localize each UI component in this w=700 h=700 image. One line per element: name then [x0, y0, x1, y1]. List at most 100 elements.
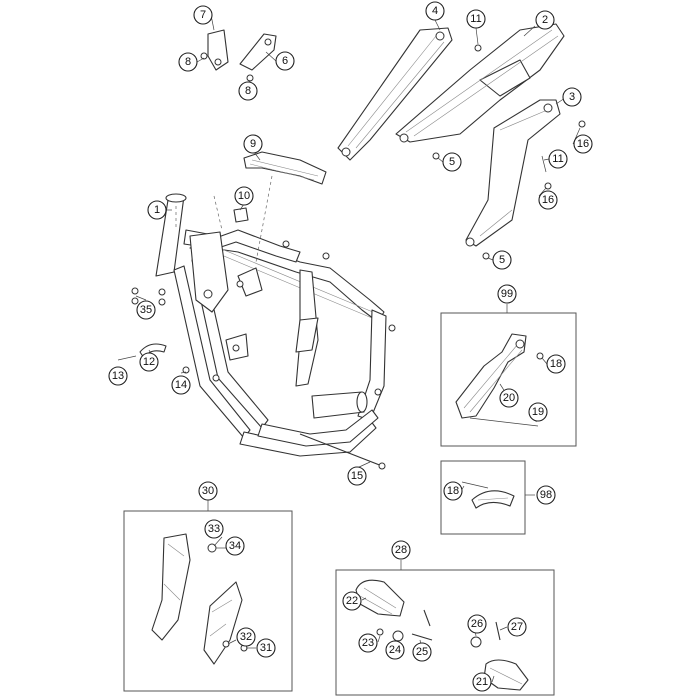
- callout-5: 5: [492, 250, 512, 270]
- part-4-subframe-rail: [337, 27, 453, 161]
- callout-30: 30: [198, 481, 218, 501]
- callout-6: 6: [275, 51, 295, 71]
- svg-text:98: 98: [540, 489, 552, 501]
- callout-1: 1: [147, 200, 167, 220]
- svg-text:4: 4: [432, 5, 438, 17]
- callout-28: 28: [391, 540, 411, 560]
- callout-11: 11: [548, 149, 568, 169]
- svg-text:24: 24: [389, 644, 401, 656]
- svg-text:11: 11: [470, 13, 481, 25]
- callout-9: 9: [243, 134, 263, 154]
- callout-16: 16: [573, 134, 593, 154]
- svg-text:8: 8: [185, 56, 191, 68]
- callout-14: 14: [171, 375, 191, 395]
- svg-text:9: 9: [250, 138, 256, 150]
- svg-text:3: 3: [569, 91, 575, 103]
- callout-24: 24: [385, 640, 405, 660]
- part-5-nut-a: [432, 152, 440, 160]
- part-10-clip: [233, 207, 249, 223]
- part-27-pin: [495, 621, 501, 641]
- svg-text:31: 31: [260, 642, 272, 654]
- svg-text:30: 30: [202, 485, 214, 497]
- part-15-bolt: [299, 433, 386, 470]
- callout-18: 18: [546, 354, 566, 374]
- part-16-nut-a: [578, 120, 586, 128]
- svg-text:2: 2: [542, 14, 548, 26]
- callout-33: 33: [204, 519, 224, 539]
- group-box-28: [335, 569, 555, 696]
- part-18-bolt-b: [461, 481, 489, 489]
- callout-12: 12: [139, 352, 159, 372]
- part-22-footpeg-left: [355, 579, 405, 617]
- callout-32: 32: [236, 627, 256, 647]
- svg-text:10: 10: [238, 190, 250, 202]
- callout-34: 34: [225, 536, 245, 556]
- part-19-bolt: [469, 417, 539, 427]
- callout-35: 35: [136, 300, 156, 320]
- part-23-washer: [376, 628, 384, 636]
- part-21-footpeg-right: [483, 659, 529, 691]
- part-20-footrest-bracket: [455, 333, 527, 419]
- part-30-frame-guard-right: [203, 581, 243, 665]
- callout-8: 8: [178, 52, 198, 72]
- callout-8: 8: [238, 81, 258, 101]
- callout-13: 13: [108, 366, 128, 386]
- part-9-number-plate: [243, 151, 327, 185]
- svg-text:25: 25: [416, 646, 428, 658]
- callout-21: 21: [472, 672, 492, 692]
- part-18-bolt-a: [536, 352, 544, 360]
- part-30-frame-guard-left: [151, 533, 191, 641]
- part-28-clip: [423, 609, 431, 627]
- part-11-bolt-b: [541, 155, 547, 173]
- part-32-washer: [222, 640, 230, 648]
- callout-11: 11: [466, 9, 486, 29]
- svg-text:33: 33: [208, 523, 220, 535]
- group-box-30: [123, 510, 293, 692]
- svg-text:14: 14: [175, 379, 187, 391]
- group-box-98: [440, 460, 526, 535]
- svg-text:18: 18: [550, 358, 562, 370]
- part-6-bracket: [239, 33, 277, 71]
- svg-text:7: 7: [200, 9, 206, 21]
- callout-22: 22: [342, 591, 362, 611]
- svg-text:6: 6: [282, 55, 288, 67]
- part-8-screw-a: [200, 52, 208, 60]
- svg-text:18: 18: [447, 485, 459, 497]
- svg-text:32: 32: [240, 631, 252, 643]
- callout-23: 23: [358, 633, 378, 653]
- svg-text:8: 8: [245, 85, 251, 97]
- callout-98: 98: [536, 485, 556, 505]
- callout-4: 4: [425, 1, 445, 21]
- svg-text:16: 16: [577, 138, 589, 150]
- callout-31: 31: [256, 638, 276, 658]
- callout-3: 3: [562, 87, 582, 107]
- callout-18: 18: [443, 481, 463, 501]
- callout-16: 16: [538, 190, 558, 210]
- callout-20: 20: [499, 388, 519, 408]
- callout-27: 27: [507, 617, 527, 637]
- main-frame: [155, 193, 396, 457]
- svg-text:5: 5: [449, 156, 455, 168]
- svg-text:99: 99: [501, 288, 513, 300]
- part-98-bracket: [471, 490, 515, 509]
- svg-text:27: 27: [511, 621, 523, 633]
- part-3-subframe-lower: [465, 99, 561, 247]
- part-14-nut: [182, 366, 190, 374]
- svg-text:22: 22: [346, 595, 358, 607]
- callout-7: 7: [193, 5, 213, 25]
- part-26-spring: [470, 636, 482, 648]
- callout-10: 10: [234, 186, 254, 206]
- callout-5: 5: [442, 152, 462, 172]
- callout-2: 2: [535, 10, 555, 30]
- svg-text:13: 13: [112, 370, 124, 382]
- part-11-bolt-a: [474, 44, 482, 52]
- part-7-bracket: [207, 29, 229, 71]
- callout-99: 99: [497, 284, 517, 304]
- callout-15: 15: [347, 466, 367, 486]
- svg-text:11: 11: [552, 153, 563, 165]
- callout-19: 19: [528, 402, 548, 422]
- part-35-bolts: [131, 287, 166, 306]
- svg-text:28: 28: [395, 544, 407, 556]
- part-16-nut-b: [544, 182, 552, 190]
